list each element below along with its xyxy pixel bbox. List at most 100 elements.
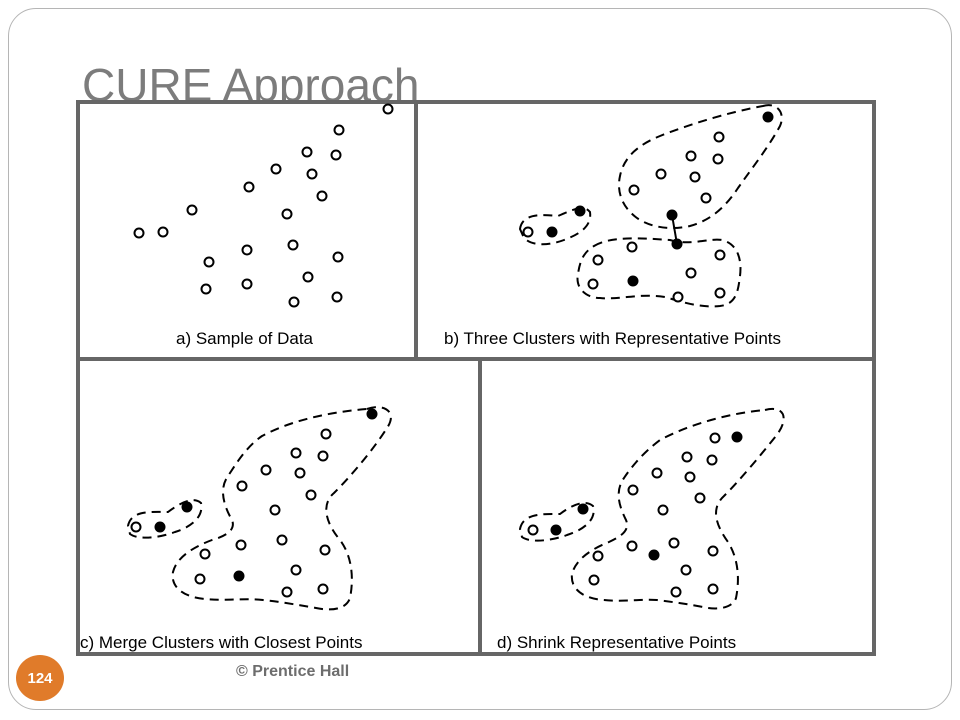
panel-c (126, 406, 392, 611)
panel-a-data-point (332, 251, 344, 263)
panel-d-data-point (668, 537, 680, 549)
panel-c-cluster-boundary (171, 406, 392, 611)
panel-d-representative-point (648, 549, 660, 561)
panel-a-border (76, 100, 418, 361)
panel-c-data-point (317, 450, 329, 462)
panel-d-data-point (707, 583, 719, 595)
panel-a-data-point (241, 278, 253, 290)
panel-d-data-point (706, 454, 718, 466)
panel-c-data-point (290, 447, 302, 459)
panel-a-data-point (331, 291, 343, 303)
panel-borders (76, 100, 876, 656)
cure-diagram: a) Sample of Data b) Three Clusters with… (76, 100, 876, 656)
panel-a (133, 103, 394, 308)
panel-c-data-point (317, 583, 329, 595)
panel-b-cluster-boundary (576, 237, 742, 308)
panel-b-data-point (672, 291, 684, 303)
panel-d-representative-point (577, 503, 589, 515)
panel-b-representative-point (671, 238, 683, 250)
panel-b-data-point (714, 249, 726, 261)
panel-a-data-point (243, 181, 255, 193)
panel-d-data-point (527, 524, 539, 536)
panel-b-representative-point (762, 111, 774, 123)
panel-d-data-point (588, 574, 600, 586)
panel-d-data-point (707, 545, 719, 557)
panel-d-representative-point (550, 524, 562, 536)
panel-b-cluster-boundary (618, 104, 783, 229)
panel-c-label: c) Merge Clusters with Closest Points (80, 633, 362, 652)
panel-b-data-point (592, 254, 604, 266)
panel-b-representative-point (627, 275, 639, 287)
panel-d-representative-point (731, 431, 743, 443)
panel-a-data-point (301, 146, 313, 158)
panel-b-data-point (689, 171, 701, 183)
panel-c-representative-point (154, 521, 166, 533)
panel-c-data-point (319, 544, 331, 556)
panel-a-data-point (133, 227, 145, 239)
panel-a-data-point (288, 296, 300, 308)
panel-c-representative-point (181, 501, 193, 513)
panel-c-data-point (269, 504, 281, 516)
slide-frame (8, 8, 952, 710)
panel-b-representative-point (574, 205, 586, 217)
panel-b-representative-point (666, 209, 678, 221)
panel-c-data-point (194, 573, 206, 585)
panel-a-data-point (302, 271, 314, 283)
cure-figure: a) Sample of Data b) Three Clusters with… (76, 100, 876, 656)
panel-d (518, 407, 785, 610)
panel-b-border (414, 100, 876, 361)
panel-c-data-point (199, 548, 211, 560)
panel-a-data-point (333, 124, 345, 136)
panel-d-data-point (709, 432, 721, 444)
panel-d-data-point (681, 451, 693, 463)
panel-b-data-point (685, 267, 697, 279)
panel-b-data-point (522, 226, 534, 238)
panel-b-cluster-boundary (518, 207, 592, 246)
panel-c-representative-point (233, 570, 245, 582)
panel-c-representative-point (366, 408, 378, 420)
panel-a-data-point (382, 103, 394, 115)
panel-c-data-point (130, 521, 142, 533)
panel-c-cluster-boundary (126, 499, 203, 539)
panel-c-data-point (260, 464, 272, 476)
panel-d-data-point (670, 586, 682, 598)
panel-b-data-point (700, 192, 712, 204)
panel-b-data-point (712, 153, 724, 165)
panel-a-data-point (241, 244, 253, 256)
panel-a-data-point (157, 226, 169, 238)
panel-a-data-point (200, 283, 212, 295)
panel-b-representative-point (546, 226, 558, 238)
panel-d-cluster-boundary (570, 407, 785, 610)
panel-a-data-point (287, 239, 299, 251)
footer-credit: © Prentice Hall (236, 663, 350, 680)
panel-a-data-point (330, 149, 342, 161)
panel-d-data-point (694, 492, 706, 504)
panel-d-data-point (592, 550, 604, 562)
panel-c-data-point (235, 539, 247, 551)
panel-b-data-point (655, 168, 667, 180)
panel-d-data-point (626, 540, 638, 552)
panel-a-data-point (316, 190, 328, 202)
panel-b-data-point (685, 150, 697, 162)
panel-d-data-point (680, 564, 692, 576)
panel-a-label: a) Sample of Data (176, 329, 314, 348)
panel-a-data-point (281, 208, 293, 220)
panel-b-data-point (628, 184, 640, 196)
panel-d-data-point (627, 484, 639, 496)
panel-d-data-point (651, 467, 663, 479)
panel-c-data-point (236, 480, 248, 492)
panel-d-cluster-boundary (518, 502, 595, 542)
page-number-badge: 124 (16, 655, 64, 701)
panel-c-data-point (305, 489, 317, 501)
panel-c-data-point (320, 428, 332, 440)
panel-a-data-point (203, 256, 215, 268)
panel-c-data-point (294, 467, 306, 479)
panel-a-data-point (186, 204, 198, 216)
panel-d-border (478, 357, 876, 656)
panel-c-data-point (276, 534, 288, 546)
panel-d-data-point (657, 504, 669, 516)
panel-c-data-point (290, 564, 302, 576)
panel-d-data-point (684, 471, 696, 483)
panel-a-data-point (270, 163, 282, 175)
panel-b-data-point (587, 278, 599, 290)
